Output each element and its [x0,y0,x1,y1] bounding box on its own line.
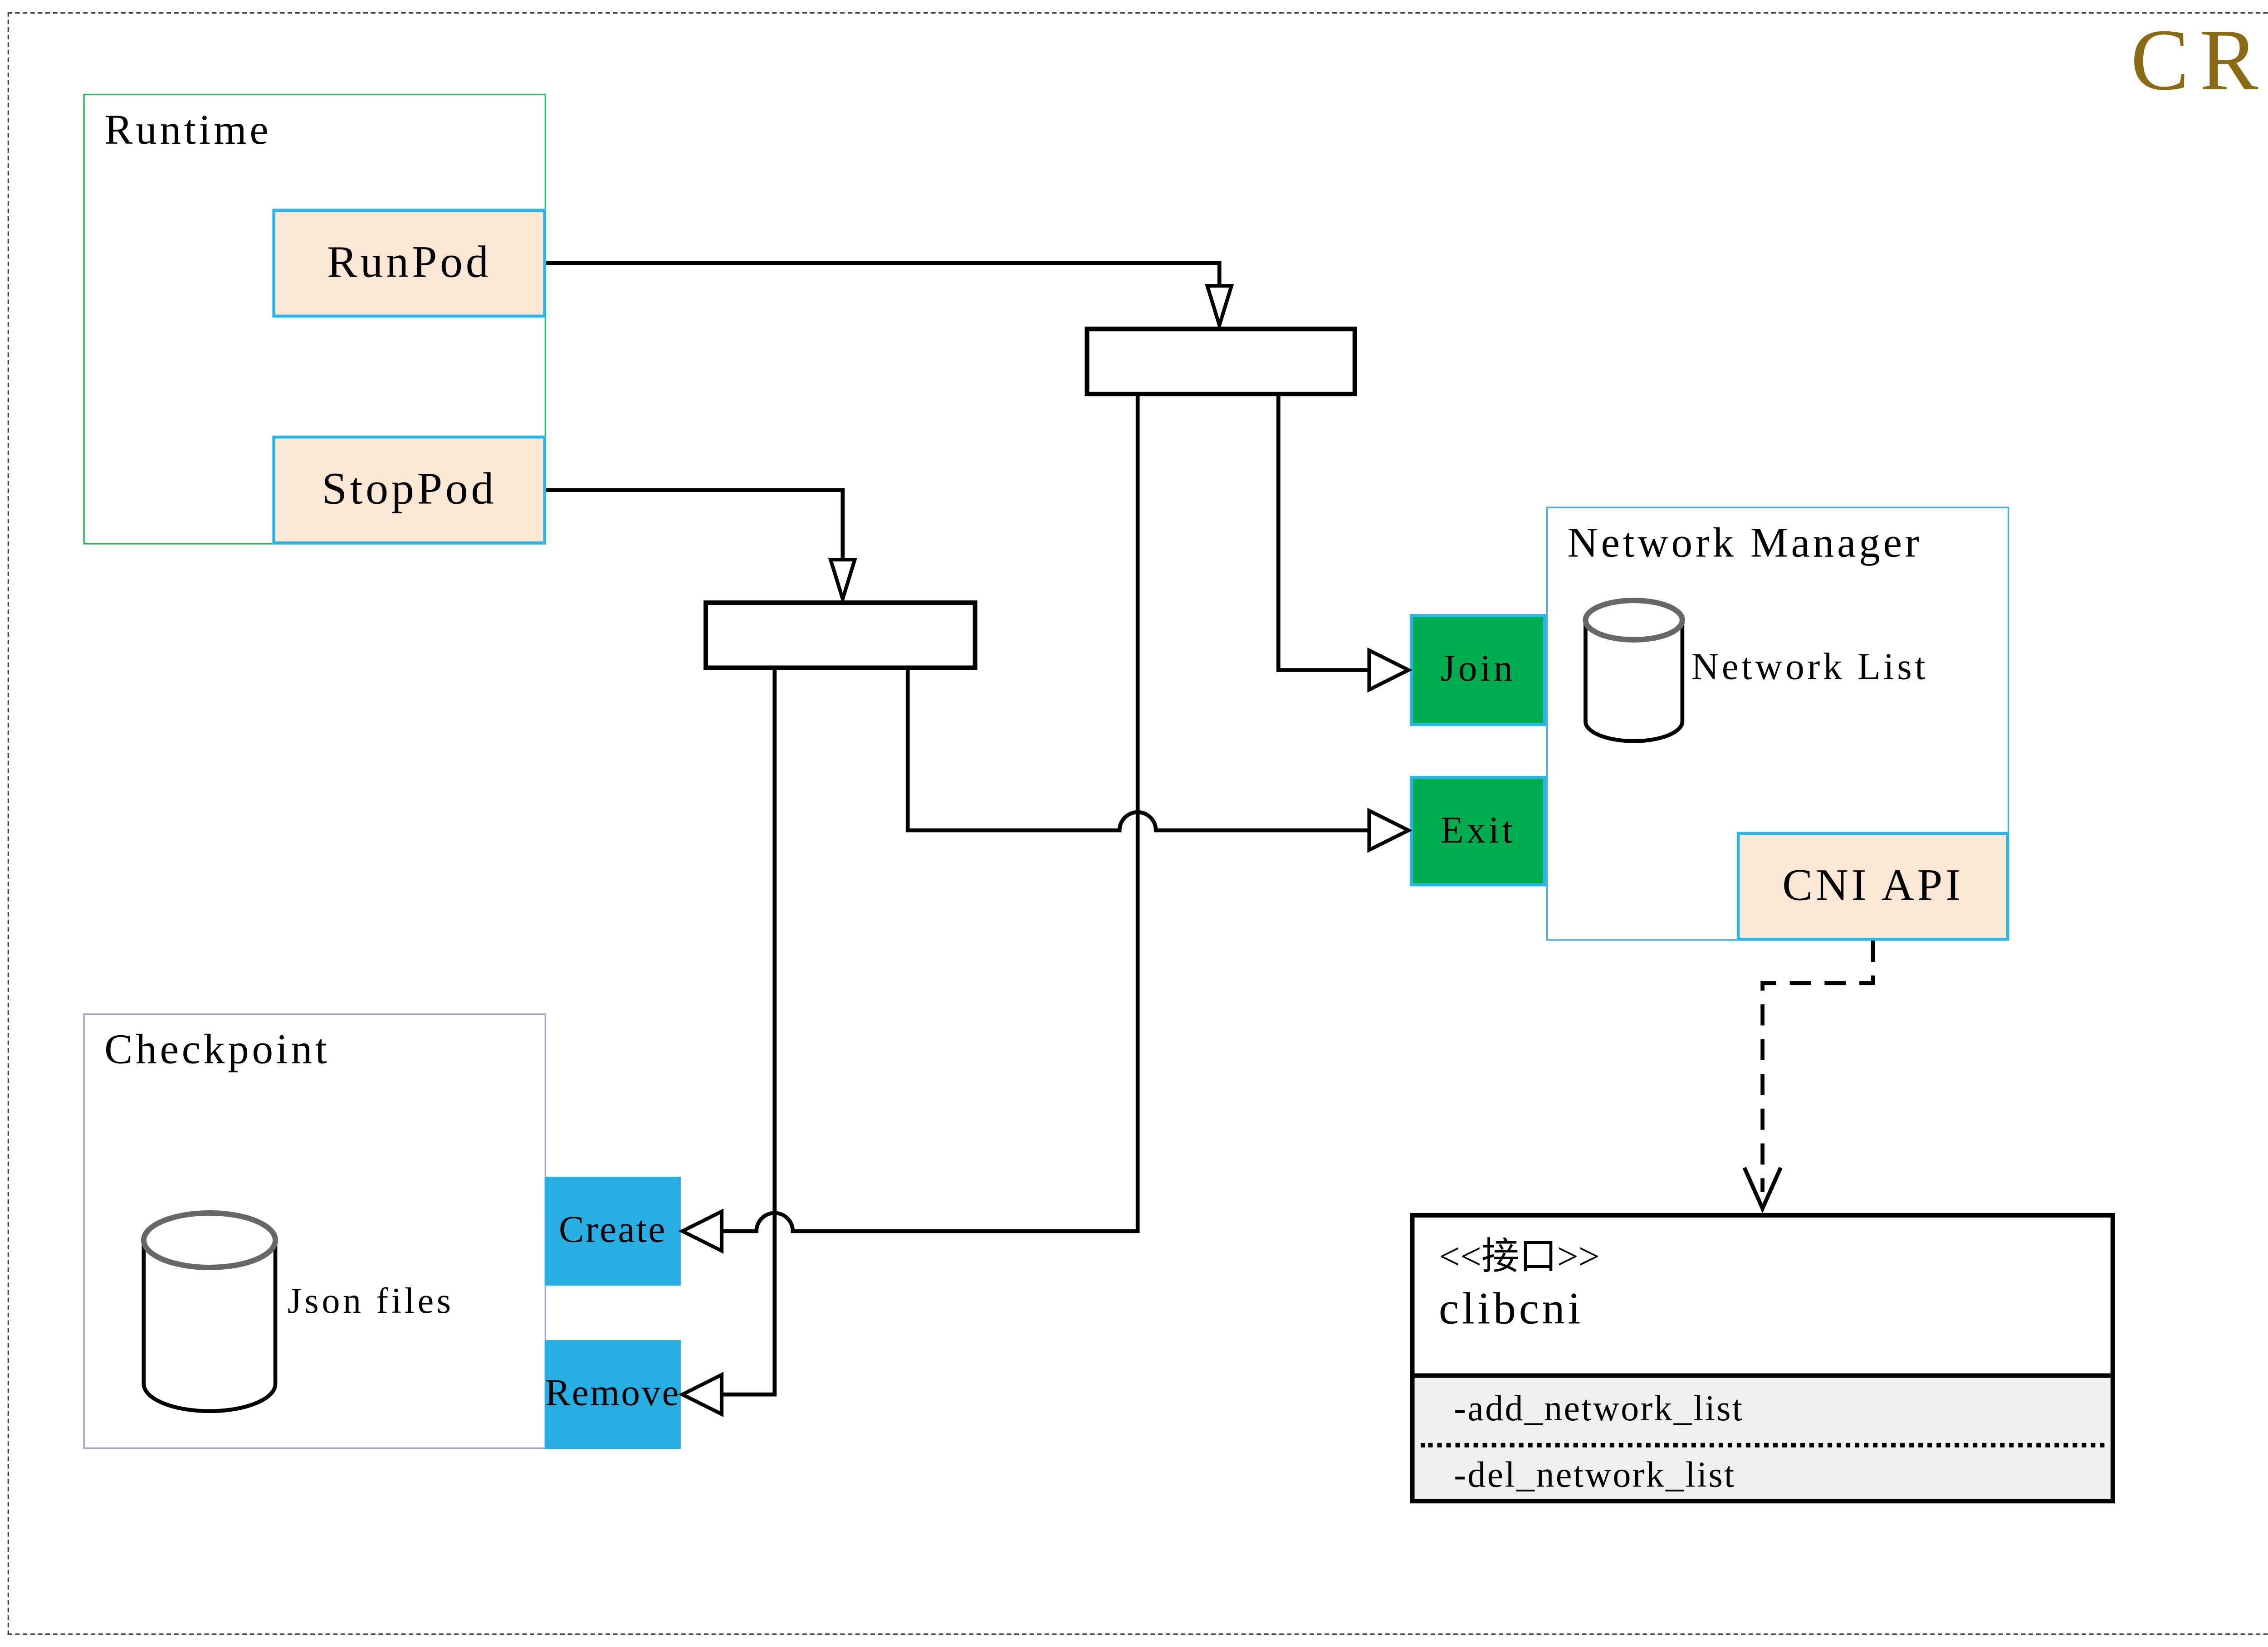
method-del-network-list: -del_network_list [1454,1456,1736,1496]
clibcni-interface-box: <<接口>> clibcni -add_network_list -del_ne… [1410,1213,2115,1504]
interface-name: clibcni [1438,1284,1584,1334]
runtime-label: Runtime [104,107,272,155]
network-list-label: Network List [1691,647,1929,688]
junction-bar-top [1085,326,1357,396]
create-node: Create [544,1176,681,1286]
page-title: CRI [2131,10,2268,109]
interface-stereotype: <<接口>> [1438,1237,1600,1278]
checkpoint-box: Checkpoint [83,1013,547,1449]
junction-bar-bottom [703,600,978,670]
method-add-network-list: -add_network_list [1454,1390,1744,1429]
network-manager-label: Network Manager [1567,520,1922,567]
remove-node: Remove [544,1340,681,1449]
exit-node: Exit [1410,776,1546,887]
runpod-label: RunPod [327,237,492,287]
exit-label: Exit [1440,810,1516,851]
json-files-label: Json files [287,1282,454,1322]
cni-api-node: CNI API [1736,832,2009,941]
join-label: Join [1440,648,1516,690]
dashed-frame [7,12,2268,1635]
join-node: Join [1410,614,1546,726]
remove-label: Remove [545,1373,680,1414]
clibcni-header: <<接口>> clibcni [1415,1218,2111,1374]
method-divider [1420,1442,2105,1447]
create-label: Create [558,1210,667,1251]
stoppod-label: StopPod [322,464,497,515]
runpod-node: RunPod [272,209,547,318]
checkpoint-label: Checkpoint [104,1027,330,1074]
clibcni-methods-section: -add_network_list -del_network_list [1414,1373,2111,1499]
cni-api-label: CNI API [1782,860,1964,911]
stoppod-node: StopPod [272,435,547,545]
